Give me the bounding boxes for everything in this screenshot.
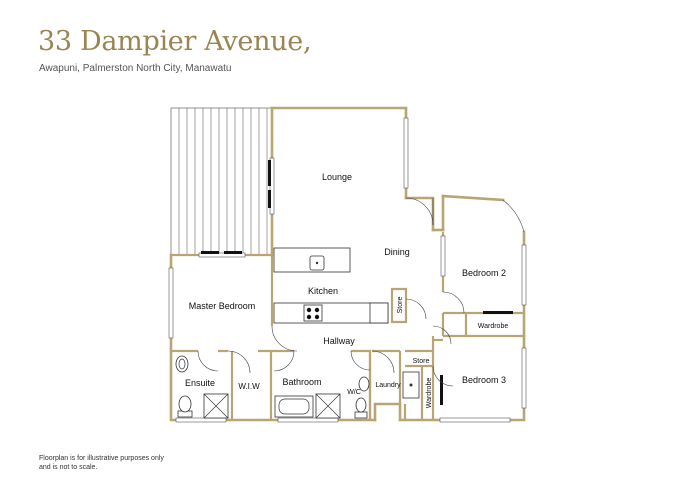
room-label-ensuite: Ensuite [185, 378, 215, 388]
room-label-laundry: Laundry [375, 382, 401, 389]
room-label-wardrobe-bed2: Wardrobe [478, 323, 509, 330]
property-subtitle: Awapuni, Palmerston North City, Manawatu [39, 63, 232, 74]
laundry-tub-icon [402, 371, 420, 399]
sliding-door-marks [201, 160, 513, 405]
room-label-master-bedroom: Master Bedroom [189, 301, 256, 311]
wc-toilet-icon [354, 397, 368, 419]
doors [197, 197, 525, 387]
room-label-bedroom-3: Bedroom 3 [462, 375, 506, 385]
windows [168, 117, 527, 423]
room-label-kitchen: Kitchen [308, 286, 338, 296]
property-title: 33 Dampier Avenue, [38, 26, 312, 57]
ensuite-shower-icon [203, 393, 229, 419]
ensuite-toilet-icon [177, 395, 193, 418]
ensuite-vanity-icon [175, 355, 189, 373]
bathroom-shower-icon [315, 393, 341, 419]
cooktop-icon [303, 304, 323, 322]
bathroom-vanity-icon [358, 376, 370, 392]
room-label-dining: Dining [384, 247, 410, 257]
deck [170, 107, 273, 256]
room-label-wiw: W.I.W [238, 382, 260, 391]
room-label-wardrobe-bed3: Wardrobe [426, 378, 433, 409]
bath-icon [274, 395, 314, 418]
disclaimer-note: Floorplan is for illustrative purposes o… [39, 455, 164, 471]
kitchen-bench [273, 302, 389, 324]
room-label-bedroom-2: Bedroom 2 [462, 268, 506, 278]
room-label-store-hall: Store [413, 358, 430, 365]
room-label-store-kitchen: Store [397, 297, 404, 314]
room-label-bathroom: Bathroom [282, 377, 321, 387]
room-label-lounge: Lounge [322, 172, 352, 182]
room-label-wc: W/C [347, 389, 361, 396]
room-label-hallway: Hallway [323, 336, 355, 346]
kitchen-island [273, 247, 351, 273]
